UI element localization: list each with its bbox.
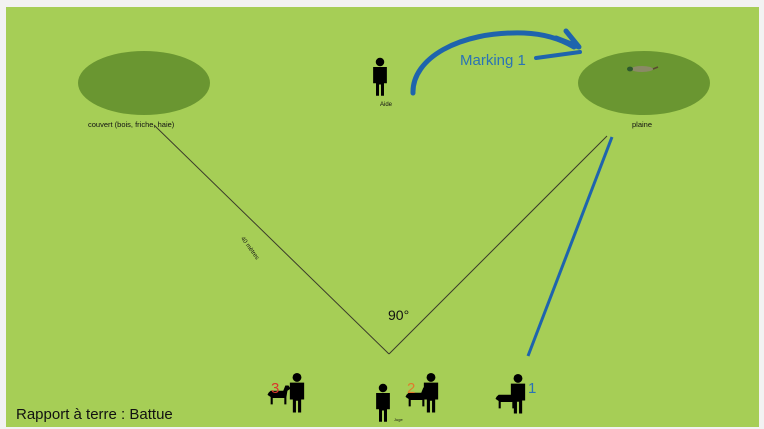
marking-label: Marking 1 — [460, 52, 526, 69]
person-icon — [290, 373, 304, 413]
distance-line-right — [389, 136, 607, 354]
handler-2-number: 2 — [407, 380, 415, 397]
distance-line-left — [154, 125, 389, 354]
retrieve-arrow-line — [528, 137, 612, 356]
handler-3-number: 3 — [271, 380, 279, 397]
cover-area-label: couvert (bois, friche, haie) — [88, 120, 174, 129]
person-icon — [424, 373, 438, 413]
slide-caption: Rapport à terre : Battue — [16, 406, 173, 423]
helper-label: Aide — [380, 102, 392, 108]
handler-1-number: 1 — [528, 380, 536, 397]
judge-person-icon — [376, 384, 390, 422]
plain-area-label: plaine — [632, 120, 652, 129]
handler-1-group — [496, 374, 526, 414]
helper-person-icon — [373, 58, 387, 96]
diagram-graphics — [6, 7, 759, 427]
diagram-canvas: couvert (bois, friche, haie) plaine Aide… — [6, 7, 759, 427]
cover-area — [78, 51, 210, 115]
judge-label: Juge — [394, 417, 403, 422]
angle-label: 90° — [388, 307, 409, 323]
plain-area — [578, 51, 710, 115]
